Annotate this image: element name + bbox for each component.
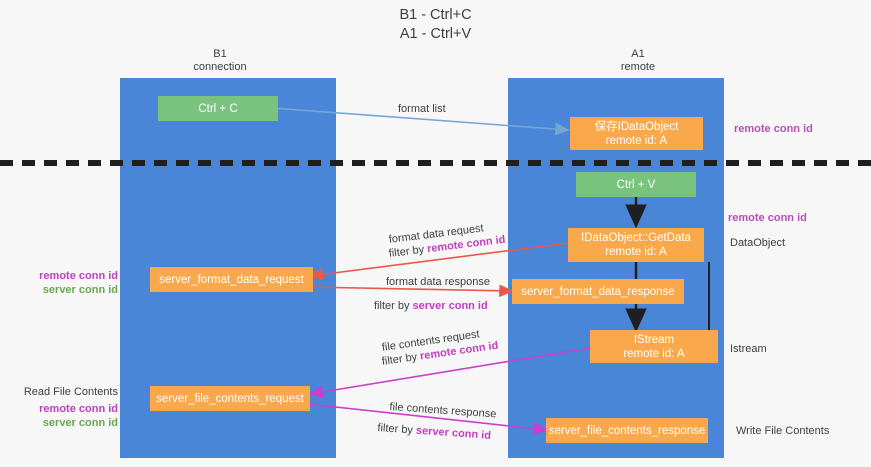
left-mid-server-conn-id: server conn id bbox=[42, 284, 118, 296]
column-header-left: B1 connection bbox=[193, 48, 247, 73]
side-label-write-file-contents: Write File Contents bbox=[736, 425, 830, 437]
edge-label-file-contents-response: file contents response bbox=[389, 400, 497, 421]
filter-prefix: filter by bbox=[377, 421, 417, 437]
page-title: B1 - Ctrl+C A1 - Ctrl+V bbox=[399, 7, 472, 42]
column-header-right: A1 remote bbox=[620, 48, 656, 73]
box-ctrl-v[interactable]: Ctrl + V bbox=[576, 172, 696, 197]
box-server-format-data-request[interactable]: server_format_data_request bbox=[150, 267, 313, 292]
side-label-right-top-remote-conn-id: remote conn id bbox=[734, 123, 813, 135]
side-label-istream: Istream bbox=[730, 343, 767, 355]
edge-label-file-contents-response-filter: filter by server conn id bbox=[377, 421, 491, 443]
left-bottom-server-conn-id: server conn id bbox=[42, 417, 118, 429]
left-bottom-remote-conn-id: remote conn id bbox=[39, 403, 118, 415]
box-server-file-contents-request[interactable]: server_file_contents_request bbox=[150, 386, 310, 411]
filter-key-server-conn-id: server conn id bbox=[415, 424, 492, 442]
side-label-left-mid: remote conn id server conn id bbox=[18, 269, 118, 297]
filter-prefix: filter by bbox=[374, 300, 413, 312]
edge-label-file-contents-response-text: file contents response bbox=[389, 400, 497, 421]
edge-label-format-data-response-filter: filter by server conn id bbox=[374, 299, 488, 313]
edge-label-format-data-response: format data response bbox=[386, 276, 490, 288]
box-ctrl-c[interactable]: Ctrl + C bbox=[158, 96, 278, 121]
side-label-right-mid-remote-conn-id: remote conn id bbox=[728, 212, 807, 224]
edge-label-format-list: format list bbox=[398, 103, 446, 115]
box-server-file-contents-response[interactable]: server_file_contents_response bbox=[546, 418, 708, 443]
box-save-idataobject[interactable]: 保存IDataObject remote id: A bbox=[570, 117, 703, 150]
left-mid-remote-conn-id: remote conn id bbox=[39, 270, 118, 282]
side-label-dataobject: DataObject bbox=[730, 237, 786, 249]
box-istream[interactable]: IStream remote id: A bbox=[590, 330, 718, 363]
box-idataobject-getdata[interactable]: IDataObject::GetData remote id: A bbox=[568, 228, 704, 262]
filter-prefix: filter by bbox=[388, 243, 428, 260]
filter-prefix: filter by bbox=[381, 350, 421, 368]
side-label-left-bottom: remote conn id server conn id bbox=[18, 402, 118, 430]
box-server-format-data-response[interactable]: server_format_data_response bbox=[512, 279, 684, 304]
filter-key-server-conn-id: server conn id bbox=[412, 300, 488, 312]
side-label-read-file-contents: Read File Contents bbox=[23, 386, 118, 398]
